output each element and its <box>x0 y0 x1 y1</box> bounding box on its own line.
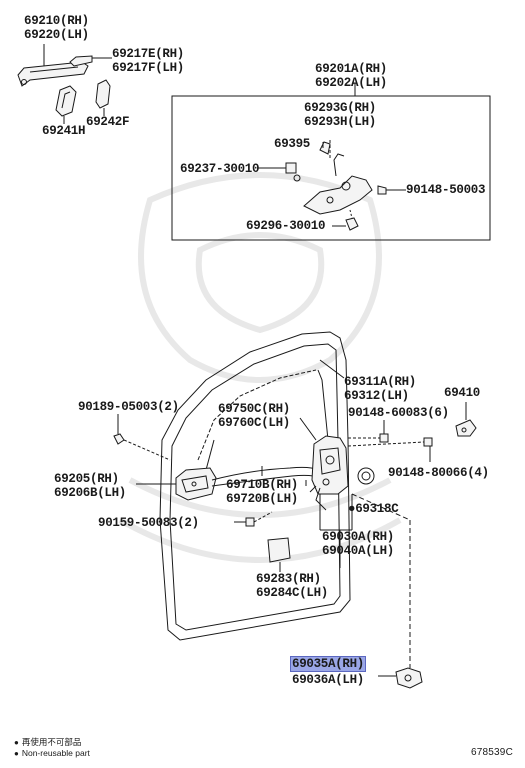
pad-part-241h <box>55 85 77 124</box>
legend-bullet-2: ● <box>14 749 19 758</box>
legend-bullet: ● <box>14 738 19 747</box>
callout-69201a[interactable]: 69201A(RH) <box>315 62 388 76</box>
callout-69311a[interactable]: 69311A(RH) <box>344 375 417 389</box>
lock-rod <box>317 359 345 441</box>
callout-69293g[interactable]: 69293G(RH) <box>304 101 377 115</box>
callout-69205[interactable]: 69205(RH) <box>54 472 119 486</box>
motor-part <box>351 493 423 689</box>
callout-69220[interactable]: 69220(LH) <box>24 28 89 42</box>
legend-jp: ●再使用不可部品 <box>14 737 81 748</box>
callout-69242f[interactable]: 69242F <box>86 115 130 129</box>
callout-90159[interactable]: 90159-50083(2) <box>98 516 199 530</box>
lock-cylinder-box <box>171 95 491 241</box>
legend-jp-text: 再使用不可部品 <box>21 737 82 747</box>
pad-part-242f <box>95 79 111 116</box>
grommet-part <box>357 467 375 485</box>
bezel-part <box>267 537 291 572</box>
callout-69410[interactable]: 69410 <box>444 386 481 400</box>
door-lock-assembly <box>311 435 353 531</box>
striker-part <box>455 402 477 437</box>
callout-69217f[interactable]: 69217F(LH) <box>112 61 185 75</box>
screw-80066-part <box>347 437 433 462</box>
figure-reference: 678539C <box>471 747 513 758</box>
callout-69035a[interactable]: 69035A(RH) <box>290 656 367 672</box>
callout-69284c[interactable]: 69284C(LH) <box>256 586 329 600</box>
callout-90148-60083[interactable]: 90148-60083(6) <box>348 406 449 420</box>
callout-69217e[interactable]: 69217E(RH) <box>112 47 185 61</box>
callout-69241h[interactable]: 69241H <box>42 124 86 138</box>
outer-handle-part <box>17 44 89 87</box>
callout-69760c[interactable]: 69760C(LH) <box>218 416 291 430</box>
pad-part-e <box>69 55 112 67</box>
callout-69237[interactable]: 69237-30010 <box>180 162 260 176</box>
leader-lines <box>299 417 341 568</box>
callout-69395[interactable]: 69395 <box>274 137 311 151</box>
inner-handle-part <box>136 467 217 501</box>
callout-69206b[interactable]: 69206B(LH) <box>54 486 127 500</box>
callout-69202a[interactable]: 69202A(LH) <box>315 76 388 90</box>
callout-69720b[interactable]: 69720B(LH) <box>226 492 299 506</box>
watermark-logo <box>118 172 402 563</box>
callout-69312[interactable]: 69312(LH) <box>344 389 409 403</box>
callout-90189[interactable]: 90189-05003(2) <box>78 400 179 414</box>
callout-69283[interactable]: 69283(RH) <box>256 572 321 586</box>
callout-69710b[interactable]: 69710B(RH) <box>226 478 299 492</box>
bolt-90189-part <box>113 414 171 461</box>
callout-69040a[interactable]: 69040A(LH) <box>322 544 395 558</box>
lock-cylinder-part <box>258 140 406 231</box>
callout-69036a[interactable]: 69036A(LH) <box>292 673 365 687</box>
callout-69210[interactable]: 69210(RH) <box>24 14 89 28</box>
legend-en-text: Non-reusable part <box>21 748 90 758</box>
screw-90159-part <box>234 511 273 527</box>
callout-90148-50003[interactable]: 90148-50003 <box>406 183 486 197</box>
callout-69750c[interactable]: 69750C(RH) <box>218 402 291 416</box>
legend-en: ●Non-reusable part <box>14 748 90 759</box>
callout-90148-80066[interactable]: 90148-80066(4) <box>388 466 489 480</box>
callout-69296[interactable]: 69296-30010 <box>246 219 326 233</box>
callout-69318c[interactable]: ●69318C <box>348 502 399 516</box>
screw-60083-part <box>348 420 389 443</box>
door-frame <box>159 331 351 641</box>
callout-69030a[interactable]: 69030A(RH) <box>322 530 395 544</box>
callout-69293h[interactable]: 69293H(LH) <box>304 115 377 129</box>
